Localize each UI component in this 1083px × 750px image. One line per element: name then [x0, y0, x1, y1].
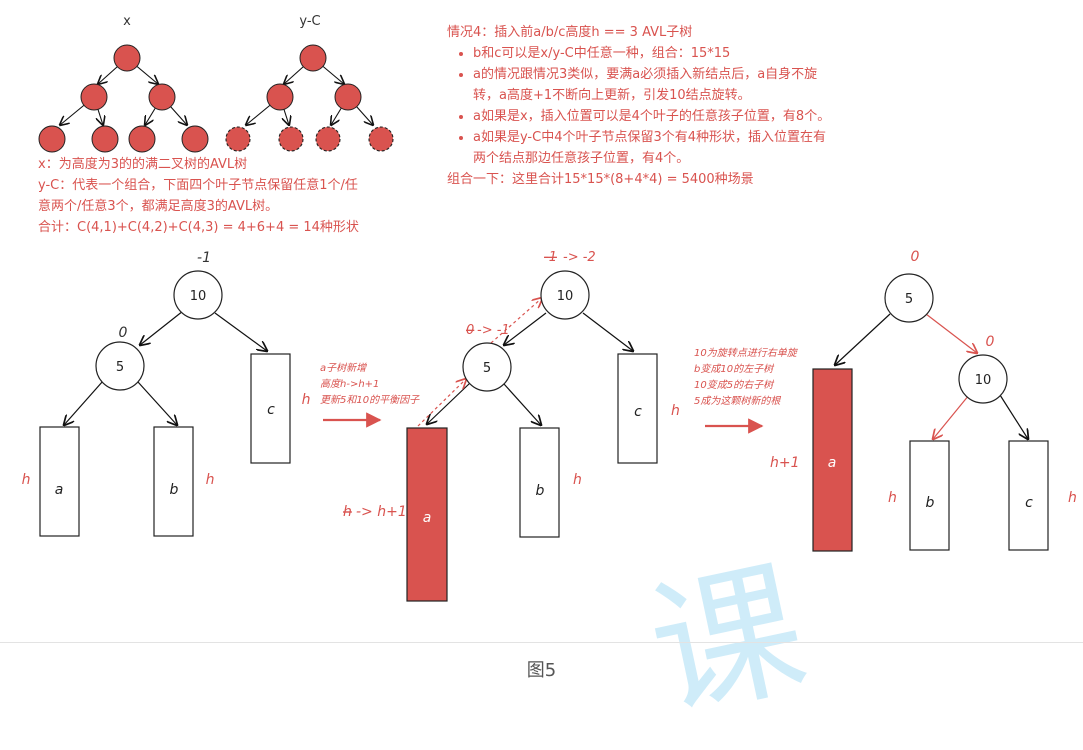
- tree-yc-optional-leaf: [278, 126, 304, 152]
- d1-root-node: [173, 270, 223, 320]
- tree-yc-node: [266, 83, 294, 111]
- arrow1-text-line: a子树新增: [320, 362, 367, 374]
- transition-arrow-1: a子树新增 高度h->h+1 更新5和10的平衡因子: [320, 362, 420, 428]
- bullet-text: 转，a高度+1不断向上更新，引发10结点旋转。: [473, 88, 751, 103]
- d2-subtree-c: [617, 353, 658, 464]
- case4-bullet: a的情况跟情况3类似，要满a必须插入新结点后，a自身不旋转，a高度+1不断向上更…: [473, 64, 830, 106]
- arrow2-text-line: 5成为这颗树新的根: [694, 395, 781, 407]
- d3-subtree-c: [1008, 440, 1049, 551]
- d3-height-a: h+1: [770, 455, 800, 471]
- bullet-text: a如果是x，插入位置可以是4个叶子的任意孩子位置，有8个。: [473, 109, 831, 124]
- arrow1-text-line: 高度h->h+1: [320, 378, 379, 390]
- bullet-text: 两个结点那边任意孩子位置，有4个。: [473, 151, 690, 166]
- tree-yc-optional-leaf: [315, 126, 341, 152]
- tree-yc: y-C: [225, 14, 394, 152]
- d3-height-b: h: [888, 490, 897, 506]
- d3-subtree-c-label: c: [1025, 495, 1033, 511]
- d3-subtree-a: [812, 368, 853, 552]
- case4-bullet: a如果是y-C中4个叶子节点保留3个有4种形状，插入位置在有两个结点那边任意孩子…: [473, 127, 830, 169]
- d2-child-value: 5: [483, 361, 491, 376]
- d1-child-balance-factor: 0: [119, 325, 128, 341]
- case4-title: 情况4：插入前a/b/c高度h == 3 AVL子树: [447, 25, 693, 40]
- d3-root-node: [884, 273, 934, 323]
- d2-subtree-a-label: a: [423, 510, 432, 526]
- caption-divider: [0, 642, 1083, 643]
- d2-subtree-a: [406, 427, 448, 602]
- tree-x-leaf: [128, 125, 156, 153]
- case4-summary: 组合一下：这里合计15*15*(8+4*4) = 5400种场景: [447, 172, 754, 187]
- d3-child-balance-factor: 0: [986, 334, 995, 350]
- case4-bullets: b和c可以是x/y-C中任意一种，组合：15*15 a的情况跟情况3类似，要满a…: [447, 43, 830, 169]
- d3-root-value: 5: [905, 292, 913, 307]
- d1-height-b: h: [206, 472, 215, 488]
- d1-subtree-c: [250, 353, 291, 464]
- d2-root-bf-old: -1: [544, 250, 557, 265]
- d2-height-a-old: h: [343, 504, 352, 520]
- case4-bullet: a如果是x，插入位置可以是4个叶子的任意孩子位置，有8个。: [473, 106, 830, 127]
- d1-subtree-a-label: a: [55, 482, 64, 498]
- d2-child-bf-old: 0: [466, 323, 474, 338]
- d2-root-node: [540, 270, 590, 320]
- d3-root-balance-factor: 0: [911, 249, 920, 265]
- d1-child-node: [95, 341, 145, 391]
- arrow2-text-line: 10变成5的右子树: [694, 379, 775, 391]
- diagram-before-insert: -1 0 10 5 a b c h h h: [22, 250, 311, 537]
- tree-yc-node: [299, 44, 327, 72]
- left-explanation: x：为高度为3的的满二叉树的AVL树 y-C：代表一个组合，下面四个叶子节点保留…: [38, 154, 359, 238]
- tree-x-leaf: [38, 125, 66, 153]
- d1-subtree-c-label: c: [267, 402, 275, 418]
- d2-height-c: h: [671, 403, 680, 419]
- tree-yc-label: y-C: [299, 14, 320, 29]
- tree-yc-node: [334, 83, 362, 111]
- diagram-after-rotation: 0 0 5 10 a b c h+1 h h: [770, 249, 1077, 552]
- figure-caption: 图5: [526, 660, 557, 681]
- d1-subtree-b-label: b: [170, 482, 179, 498]
- diagram-canvas: x y-C: [22, 14, 1077, 602]
- d3-child-value: 10: [975, 373, 992, 388]
- arrow1-text-line: 更新5和10的平衡因子: [320, 394, 420, 406]
- left-note-line: 合计：C(4,1)+C(4,2)+C(4,3) = 4+6+4 = 14种形状: [38, 220, 359, 235]
- d2-subtree-b: [519, 427, 560, 538]
- d2-height-a-new: -> h+1: [356, 504, 407, 520]
- case4-bullet: b和c可以是x/y-C中任意一种，组合：15*15: [473, 43, 830, 64]
- tree-x: x: [38, 14, 209, 153]
- tree-x-label: x: [123, 14, 131, 29]
- d2-height-b: h: [573, 472, 582, 488]
- right-explanation: 情况4：插入前a/b/c高度h == 3 AVL子树 b和c可以是x/y-C中任…: [447, 22, 830, 190]
- arrow2-text-line: 10为旋转点进行右单旋: [694, 347, 799, 359]
- d1-subtree-b: [153, 426, 194, 537]
- bullet-text: b和c可以是x/y-C中任意一种，组合：15*15: [473, 46, 731, 61]
- d3-child-node: [958, 354, 1008, 404]
- tree-x-node: [80, 83, 108, 111]
- arrow2-text-line: b变成10的左子树: [694, 363, 775, 375]
- d1-root-balance-factor: -1: [197, 250, 211, 266]
- d3-subtree-a-label: a: [828, 455, 837, 471]
- d3-subtree-b-label: b: [926, 495, 935, 511]
- tree-x-node: [148, 83, 176, 111]
- d1-child-value: 5: [116, 360, 124, 375]
- d2-root-value: 10: [557, 289, 574, 304]
- tree-yc-optional-leaf: [225, 126, 251, 152]
- transition-arrow-2: 10为旋转点进行右单旋 b变成10的左子树 10变成5的右子树 5成为这颗树新的…: [694, 347, 799, 434]
- d1-height-c: h: [302, 392, 311, 408]
- bullet-text: a的情况跟情况3类似，要满a必须插入新结点后，a自身不旋: [473, 67, 818, 82]
- bullet-text: a如果是y-C中4个叶子节点保留3个有4种形状，插入位置在有: [473, 130, 827, 145]
- left-note-line: 意两个/任意3个，都满足高度3的AVL树。: [38, 199, 279, 214]
- left-note-line: y-C：代表一个组合，下面四个叶子节点保留任意1个/任: [38, 178, 358, 193]
- left-note-line: x：为高度为3的的满二叉树的AVL树: [38, 157, 248, 172]
- d2-subtree-b-label: b: [536, 483, 545, 499]
- diagram-after-insert: -1 -> -2 0 -> -1 10 5 a b c h -> h+1 h: [343, 250, 680, 602]
- d3-height-c: h: [1068, 490, 1077, 506]
- tree-x-leaf: [91, 125, 119, 153]
- d3-subtree-b: [909, 440, 950, 551]
- d1-height-a: h: [22, 472, 31, 488]
- d2-subtree-c-label: c: [634, 404, 642, 420]
- d1-root-value: 10: [190, 289, 207, 304]
- tree-x-node: [113, 44, 141, 72]
- tree-yc-optional-leaf: [368, 126, 394, 152]
- d2-root-bf-new: -> -2: [563, 250, 596, 265]
- d2-child-node: [462, 342, 512, 392]
- d1-subtree-a: [39, 426, 80, 537]
- tree-x-leaf: [181, 125, 209, 153]
